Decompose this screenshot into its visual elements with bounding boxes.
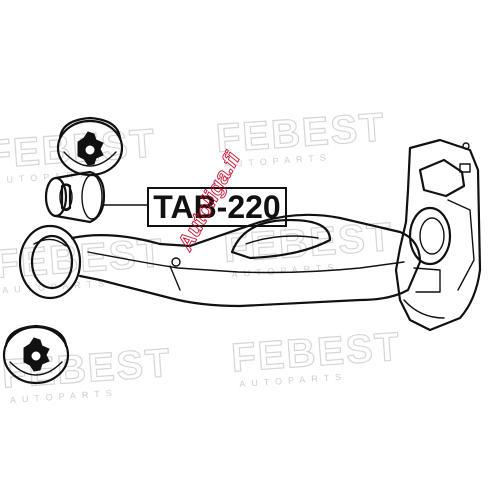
part-number-label: TAB-220: [153, 189, 280, 225]
brand-watermark: FEBEST: [230, 325, 402, 381]
brand-watermarks: FEBEST AUTOPARTS FEBEST AUTOPARTS FEBEST…: [0, 105, 403, 405]
part-number-callout: TAB-220: [147, 187, 287, 227]
brand-watermark: FEBEST: [215, 105, 387, 161]
control-arm: [18, 138, 482, 332]
bushing-side-view: [44, 170, 106, 224]
bushing-end-view-bottom: [2, 324, 70, 385]
